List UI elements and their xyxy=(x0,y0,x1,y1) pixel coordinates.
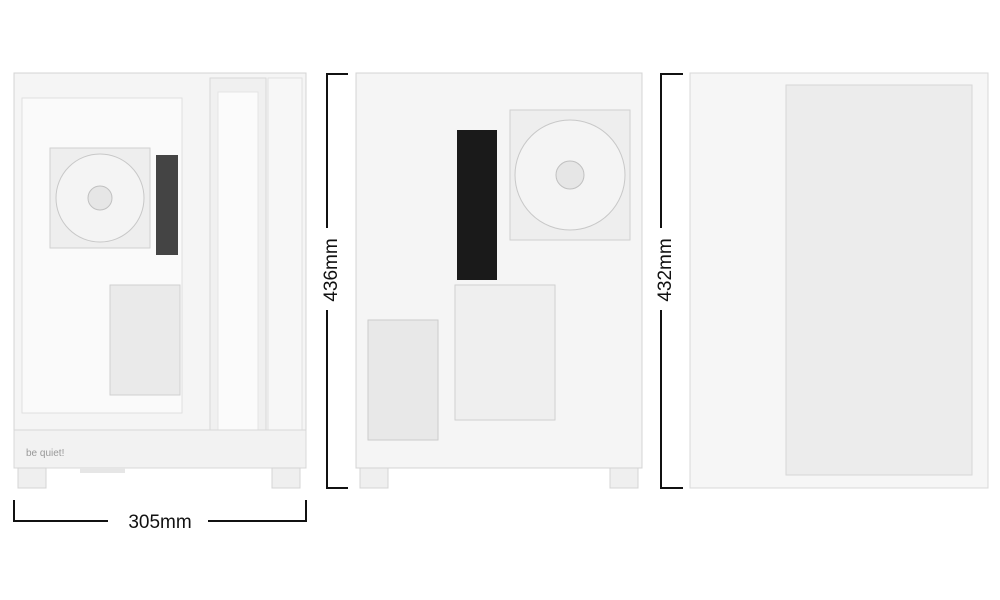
width-dimension xyxy=(13,500,307,522)
case-front-view: be quiet! xyxy=(13,72,307,489)
case-side-view xyxy=(689,72,989,489)
fan-icon xyxy=(509,109,631,241)
expansion-slots xyxy=(454,284,556,421)
brand-logo: be quiet! xyxy=(26,448,64,459)
back-height-label: 436mm xyxy=(321,238,342,301)
psu-bay xyxy=(367,319,439,441)
fan-icon xyxy=(49,147,151,249)
side-mesh-panel xyxy=(785,84,973,476)
width-label: 305mm xyxy=(128,512,191,533)
case-back-view xyxy=(355,72,643,489)
side-height-label: 432mm xyxy=(655,238,676,301)
io-panel xyxy=(457,130,497,280)
